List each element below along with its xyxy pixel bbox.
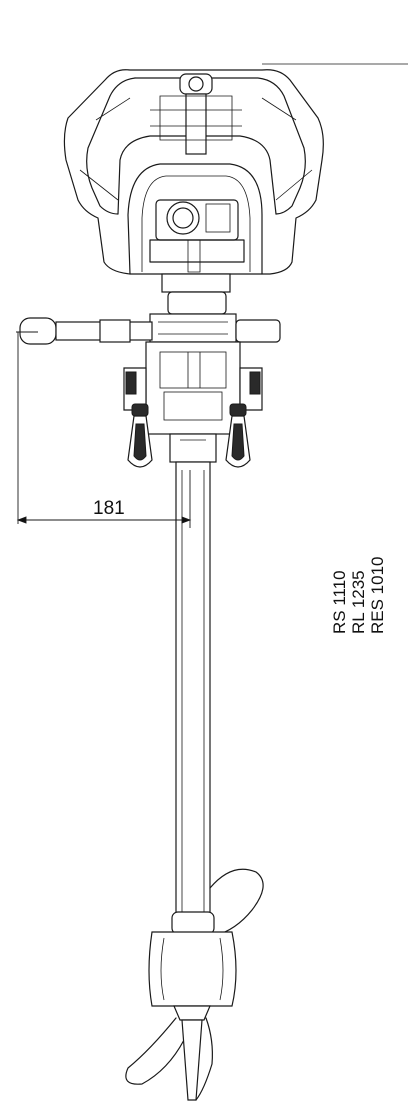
model-list: RS 1110 RL 1235 RES 1010: [330, 544, 390, 635]
model-label-3: RES 1010: [368, 556, 387, 635]
tiller-handle: [19, 317, 281, 345]
clamp-screw-right: [225, 403, 251, 468]
clamp-screw-left: [127, 403, 153, 468]
mount-bracket: [149, 273, 237, 343]
model-label-1: RS 1110: [330, 570, 349, 634]
clamp-bracket: [123, 341, 263, 435]
dimension-181: 181: [16, 331, 192, 528]
model-label-2: RL 1235: [349, 570, 368, 634]
dimension-label: 181: [93, 498, 125, 519]
motor-cowling: [63, 69, 324, 275]
motor-shaft: [169, 433, 217, 927]
motor-pod: [148, 911, 237, 1101]
